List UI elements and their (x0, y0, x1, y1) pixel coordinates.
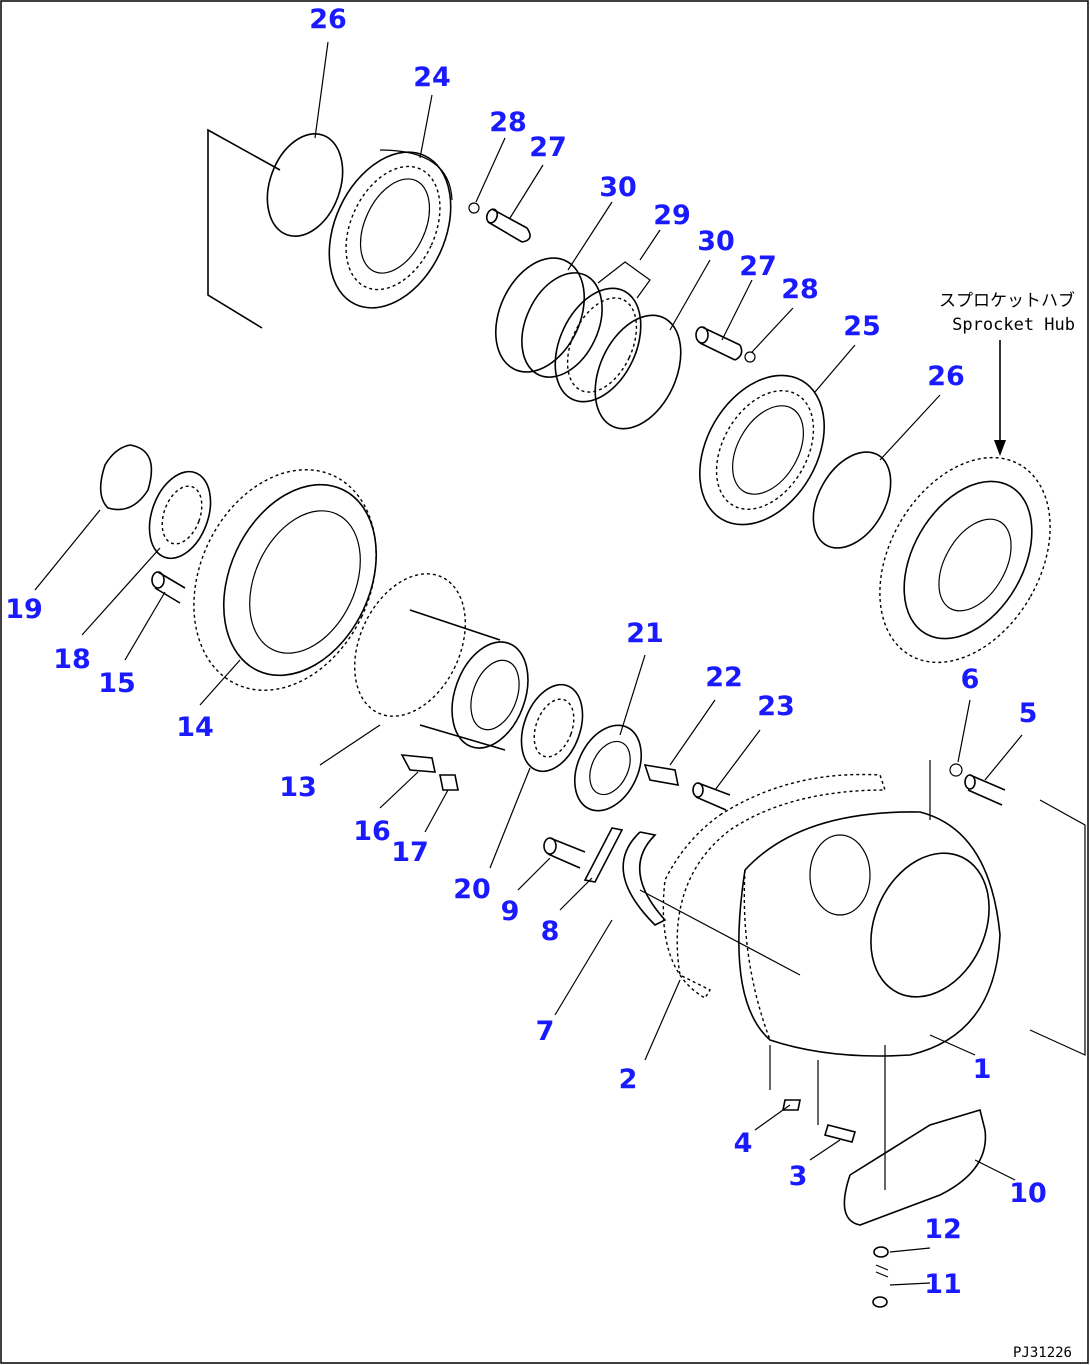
snap-ring-19 (99, 444, 153, 511)
part-label[interactable]: 24 (413, 62, 451, 93)
part-label[interactable]: 12 (924, 1214, 962, 1245)
part-label[interactable]: 18 (53, 644, 91, 675)
annotation-ja: スプロケットハブ (939, 290, 1075, 311)
guard-10 (843, 1108, 987, 1226)
bolt-15 (151, 571, 186, 604)
pin-4 (782, 1099, 801, 1111)
o-ring-26-right (812, 451, 892, 549)
washer-6 (949, 763, 963, 777)
bearing-24 (328, 149, 453, 309)
hub-13 (353, 573, 529, 751)
carrier-20 (520, 683, 584, 773)
part-label[interactable]: 1 (973, 1054, 992, 1085)
part-label[interactable]: 26 (309, 4, 347, 35)
part-label[interactable]: 27 (739, 251, 777, 282)
housing-1 (639, 811, 1001, 1057)
part-label[interactable]: 13 (279, 772, 317, 803)
shim-7 (622, 831, 667, 926)
part-label[interactable]: 26 (927, 361, 965, 392)
nut-17 (439, 774, 459, 791)
lower-assembly (543, 760, 1086, 1308)
sprocket-hub (879, 456, 1051, 664)
o-ring-26-top (266, 132, 344, 238)
washer-12 (873, 1246, 889, 1258)
part-label[interactable]: 30 (697, 226, 735, 257)
bolt-5 (964, 774, 1006, 806)
plate-8 (583, 827, 624, 883)
washer-28-right (744, 351, 756, 363)
part-label[interactable]: 10 (1009, 1178, 1047, 1209)
bracket-line-left (207, 128, 281, 329)
pin-3 (823, 1124, 857, 1143)
upper-assembly (207, 128, 1051, 664)
part-label[interactable]: 5 (1019, 698, 1038, 729)
part-label[interactable]: 17 (391, 837, 429, 868)
part-label[interactable]: 16 (353, 816, 391, 847)
bolt-27-top (485, 208, 531, 243)
part-label[interactable]: 30 (599, 172, 637, 203)
bracket-line-right (1029, 799, 1086, 1056)
part-label[interactable]: 20 (453, 874, 491, 905)
bearing-18 (148, 470, 212, 560)
part-label[interactable]: 23 (757, 691, 795, 722)
bearing-21 (574, 724, 642, 812)
part-label[interactable]: 11 (924, 1269, 962, 1300)
part-label[interactable]: 22 (705, 662, 743, 693)
part-label[interactable]: 29 (653, 200, 691, 231)
part-label[interactable]: 19 (5, 594, 43, 625)
lock-plate-16 (400, 754, 437, 773)
part-labels: 26 24 28 27 30 29 30 27 28 25 26 19 18 1… (5, 4, 1047, 1300)
part-label[interactable]: 25 (843, 311, 881, 342)
seal-30-a (494, 257, 586, 373)
washer-28-top (468, 202, 480, 214)
ring-gear-14 (193, 469, 378, 691)
bolt-27-right (695, 326, 743, 361)
annotation-en: Sprocket Hub (952, 315, 1075, 335)
arrow-head (994, 440, 1006, 456)
part-label[interactable]: 27 (529, 132, 567, 163)
part-label[interactable]: 15 (98, 668, 136, 699)
part-label[interactable]: 4 (734, 1128, 753, 1159)
leader-lines (34, 41, 1023, 1286)
part-label[interactable]: 2 (619, 1064, 638, 1095)
gasket-2 (662, 773, 886, 999)
part-label[interactable]: 6 (961, 664, 980, 695)
plate-22 (643, 763, 680, 786)
middle-assembly (99, 444, 731, 812)
bearing-25 (699, 374, 825, 526)
part-label[interactable]: 9 (501, 896, 520, 927)
part-label[interactable]: 8 (541, 916, 560, 947)
seal-30-b (594, 314, 682, 430)
drawing-code: PJ31226 (1013, 1345, 1072, 1361)
seal-29 (554, 261, 651, 403)
bolt-23 (692, 782, 731, 811)
part-label[interactable]: 21 (626, 618, 664, 649)
part-label[interactable]: 28 (781, 274, 819, 305)
part-label[interactable]: 14 (176, 712, 214, 743)
bolt-9 (543, 837, 586, 869)
part-label[interactable]: 28 (489, 107, 527, 138)
part-label[interactable]: 7 (536, 1016, 555, 1047)
bolt-11-head (872, 1296, 888, 1308)
spring-11 (875, 1264, 889, 1278)
part-label[interactable]: 3 (789, 1161, 808, 1192)
